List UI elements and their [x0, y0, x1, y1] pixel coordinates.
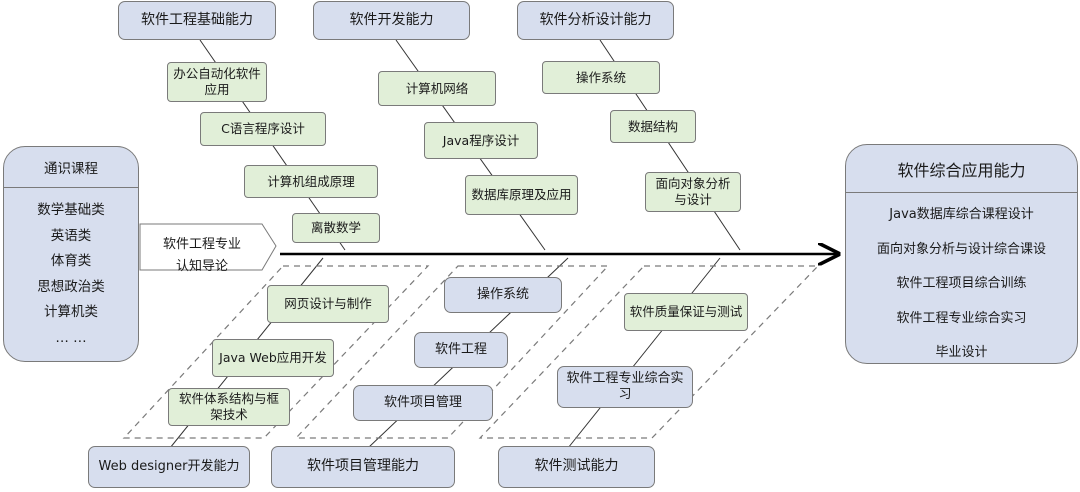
dashed-region-pm [294, 265, 610, 439]
course-office-automation: 办公自动化软件应用 [167, 62, 267, 102]
capability-web-designer-development: Web designer开发能力 [88, 446, 250, 488]
general-course-item: 英语类 [50, 227, 92, 244]
course-software-project-management: 软件项目管理 [353, 385, 493, 421]
course-oo-analysis-design: 面向对象分析与设计 [645, 172, 741, 212]
general-courses-panel: 通识课程 数学基础类 英语类 体育类 思想政治类 计算机类 … … [3, 146, 139, 362]
course-software-engineering: 软件工程 [414, 332, 508, 368]
capability-software-development: 软件开发能力 [313, 1, 470, 40]
intro-course-label: 软件工程专业 认知导论 [147, 234, 257, 278]
general-course-item: 思想政治类 [37, 278, 105, 295]
capability-software-testing: 软件测试能力 [498, 446, 655, 488]
general-course-item: 计算机类 [44, 304, 98, 320]
course-java-web: Java Web应用开发 [212, 339, 334, 377]
intro-course-arrow [139, 223, 277, 271]
course-database-principles: 数据库原理及应用 [465, 175, 578, 215]
course-data-structure: 数据结构 [610, 110, 696, 143]
course-c-programming: C语言程序设计 [200, 112, 326, 146]
course-quality-assurance-testing: 软件质量保证与测试 [624, 293, 748, 331]
course-java-programming: Java程序设计 [424, 122, 538, 159]
general-course-item: 数学基础类 [37, 202, 105, 218]
intro-course-line2: 认知导论 [175, 259, 228, 274]
course-se-comprehensive-practice: 软件工程专业综合实习 [557, 366, 693, 408]
intro-course-line1: 软件工程专业 [162, 237, 241, 252]
course-software-architecture: 软件体系结构与框架技术 [168, 388, 290, 426]
general-courses-list: 数学基础类 英语类 体育类 思想政治类 计算机类 … … [4, 188, 138, 351]
integrated-ability-item: 面向对象分析与设计综合课设 [876, 241, 1046, 257]
integrated-ability-item: Java数据库综合课程设计 [889, 207, 1034, 222]
integrated-ability-item: 毕业设计 [935, 345, 988, 360]
general-course-item: … … [55, 329, 87, 346]
general-course-item: 体育类 [50, 253, 92, 269]
course-operating-system-bottom: 操作系统 [444, 277, 562, 313]
bone-testing [567, 257, 721, 449]
dashed-region-test [478, 265, 820, 439]
capability-software-analysis-design: 软件分析设计能力 [517, 1, 674, 40]
course-web-page-design: 网页设计与制作 [267, 285, 389, 323]
integrated-ability-item: 软件工程项目综合训练 [896, 276, 1027, 291]
integrated-ability-panel: 软件综合应用能力 Java数据库综合课程设计 面向对象分析与设计综合课设 软件工… [845, 144, 1078, 364]
integrated-ability-item: 软件工程专业综合实习 [896, 310, 1027, 326]
integrated-ability-list: Java数据库综合课程设计 面向对象分析与设计综合课设 软件工程项目综合训练 软… [846, 193, 1077, 371]
course-computer-organization: 计算机组成原理 [244, 165, 378, 198]
course-discrete-math: 离散数学 [292, 213, 380, 243]
general-courses-title: 通识课程 [4, 147, 138, 188]
course-operating-system-top: 操作系统 [542, 61, 660, 94]
integrated-ability-title: 软件综合应用能力 [846, 145, 1077, 193]
capability-software-project-management: 软件项目管理能力 [271, 446, 455, 488]
capability-software-engineering-foundation: 软件工程基础能力 [118, 1, 276, 40]
course-computer-network: 计算机网络 [378, 71, 496, 106]
